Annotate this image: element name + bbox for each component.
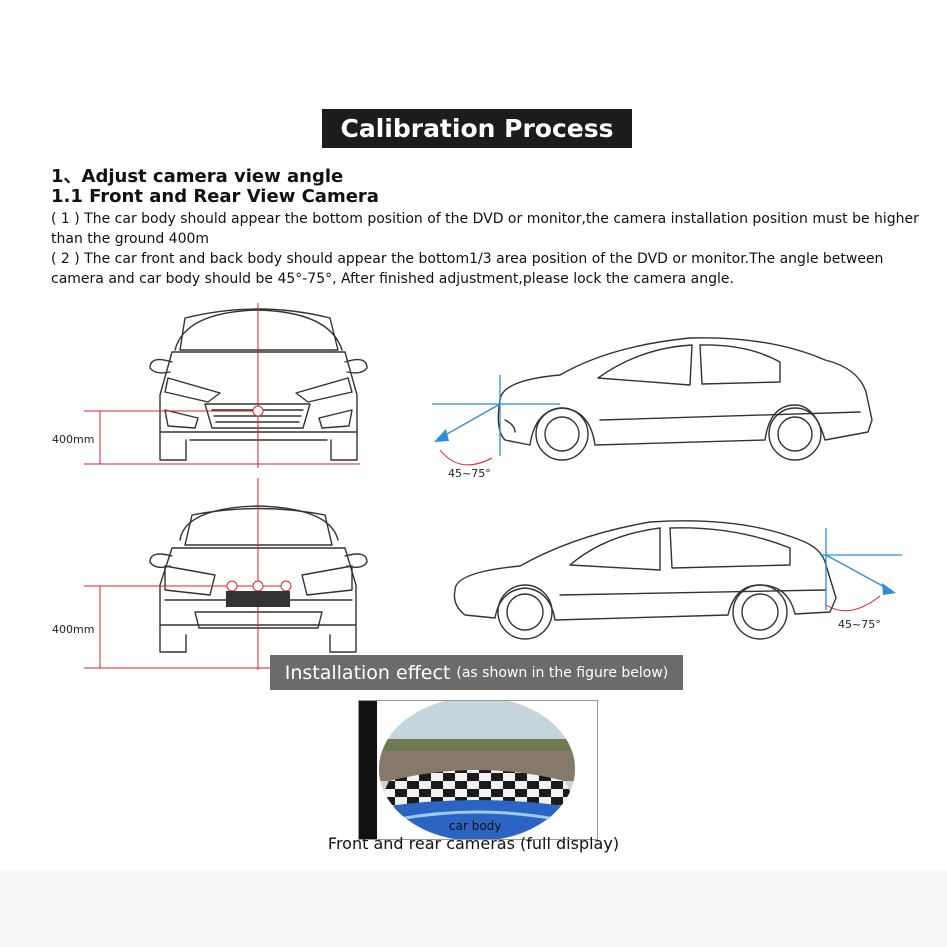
instruction-paragraph-2: ( 2 ) The car front and back body should… xyxy=(51,251,884,287)
subsection-heading: 1.1 Front and Rear View Camera xyxy=(51,186,379,207)
figure-caption: Front and rear cameras (full display) xyxy=(327,834,620,853)
rear-angle-label: 45~75° xyxy=(838,618,881,631)
instruction-paragraph-1: ( 1 ) The car body should appear the bot… xyxy=(51,211,919,247)
side-car-front-camera xyxy=(497,337,873,461)
rear-height-label: 400mm xyxy=(52,623,94,636)
installation-effect-title: Installation effect xyxy=(284,661,451,684)
car-body-label: car body xyxy=(449,819,502,833)
front-height-label: 400mm xyxy=(52,433,94,446)
front-angle-label: 45~75° xyxy=(448,467,491,480)
side-car-rear-camera xyxy=(453,520,837,640)
section-heading: 1、Adjust camera view angle xyxy=(51,166,344,187)
front-view-car xyxy=(149,308,368,461)
installation-diagram: 400mm 400mm 45~75° 45~75° xyxy=(52,303,902,670)
page-title: Calibration Process xyxy=(322,109,632,148)
rear-view-car xyxy=(149,505,368,653)
camera-view-photo xyxy=(358,700,598,840)
installation-effect-banner: Installation effect (as shown in the fig… xyxy=(270,655,683,690)
installation-effect-subtitle: (as shown in the figure below) xyxy=(456,664,669,681)
